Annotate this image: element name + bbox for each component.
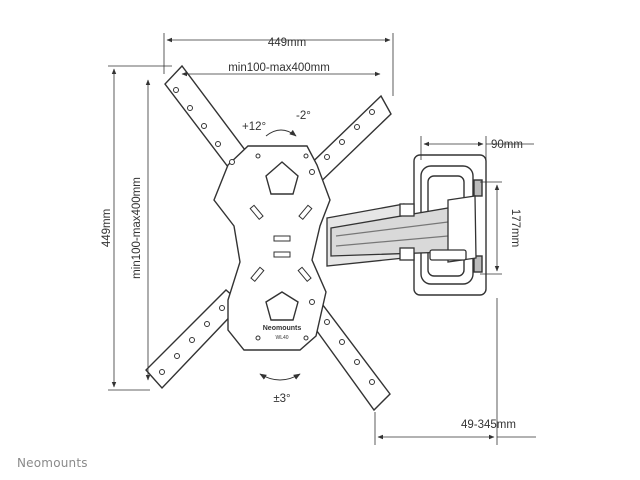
bracket-width-label: 90mm <box>491 139 523 151</box>
tilt-up-label: +12° <box>242 121 266 133</box>
plate-brand-label: Neomounts <box>263 325 302 332</box>
extension-arm <box>326 195 477 267</box>
tilt-down-label: -2° <box>296 110 311 122</box>
vesa-width-label: min100-max400mm <box>228 62 330 74</box>
plate-holes <box>159 87 375 385</box>
plate-model-label: WL40 <box>275 335 288 341</box>
plate-slots <box>249 204 313 282</box>
footer-brand: Neomounts <box>17 456 88 470</box>
rotation-label: ±3° <box>273 393 290 405</box>
rotation-arrows <box>259 129 301 381</box>
bracket-height-label: 177mm <box>509 209 521 247</box>
dimension-lines <box>108 33 536 445</box>
vesa-height-label: min100-max400mm <box>131 177 143 279</box>
total-width-label: 449mm <box>268 37 306 49</box>
total-height-label: 449mm <box>101 209 113 247</box>
depth-label: 49-345mm <box>461 419 516 431</box>
